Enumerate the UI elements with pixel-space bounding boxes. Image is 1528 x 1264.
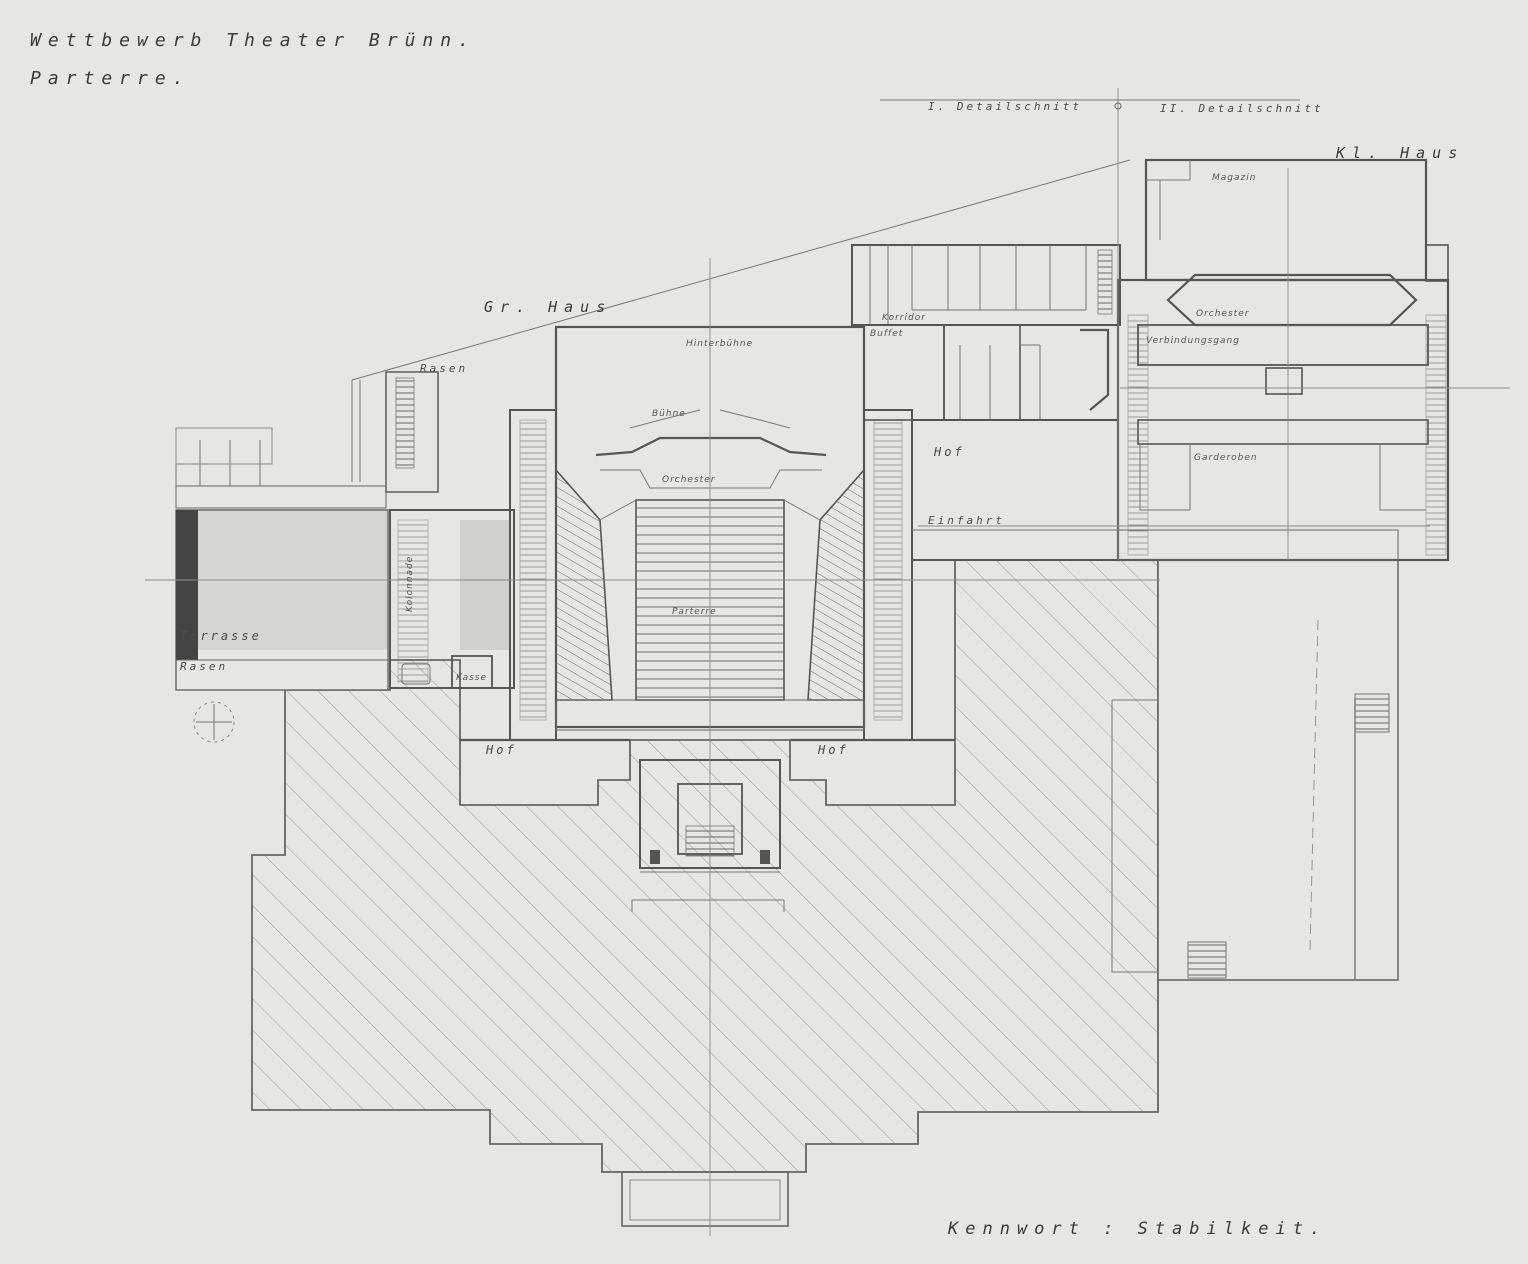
wing-label-large: Gr. Haus xyxy=(484,298,612,316)
room-label-kolonnade: Kolonnade xyxy=(405,556,415,612)
room-label-verbindungsgang: Verbindungsgang xyxy=(1146,336,1240,346)
room-label-magazin: Magazin xyxy=(1212,173,1256,183)
room-label-korridor: Korridor xyxy=(882,313,926,323)
terrace xyxy=(175,427,389,691)
main-hall xyxy=(509,325,913,741)
compass-icon xyxy=(193,701,235,743)
title-line-2: Parterre. xyxy=(30,68,191,89)
room-label-rasen-top: Rasen xyxy=(420,362,468,375)
room-label-hof-low-left: Hof xyxy=(485,743,517,757)
room-label-garderoben: Garderoben xyxy=(1194,453,1258,463)
room-label-kasse: Kasse xyxy=(456,673,487,683)
room-label-buffet: Buffet xyxy=(870,329,903,339)
left-stair-tower xyxy=(385,371,439,493)
small-hall xyxy=(1116,158,1450,562)
room-label-einfahrt: Einfahrt xyxy=(928,514,1005,527)
room-label-orchester-small: Orchester xyxy=(1196,309,1250,319)
room-label-hinterbuehne: Hinterbühne xyxy=(686,339,753,349)
portico-projection xyxy=(621,1171,789,1227)
site-boundary-line xyxy=(351,159,1131,381)
section-label-2: II. Detailschnitt xyxy=(1160,102,1324,115)
room-label-orchester-large: Orchester xyxy=(662,475,716,485)
room-label-parterre: Parterre xyxy=(672,607,717,617)
left-lobby xyxy=(389,509,515,689)
service-block xyxy=(851,244,1121,561)
signature: Kennwort : Stabilkeit. xyxy=(947,1219,1327,1239)
room-label-rasen-left: Rasen xyxy=(180,660,228,673)
section-label-1: I. Detailschnitt xyxy=(928,100,1082,113)
right-courtyard xyxy=(1111,559,1399,981)
title-line-1: Wettbewerb Theater Brünn. xyxy=(30,30,476,51)
wing-label-small: Kl. Haus xyxy=(1335,144,1464,162)
room-label-hof-right: Hof xyxy=(933,445,965,459)
room-label-hof-low-right: Hof xyxy=(817,743,849,757)
room-label-terrasse: Terrasse xyxy=(180,629,262,643)
room-label-buehne: Bühne xyxy=(652,409,686,419)
